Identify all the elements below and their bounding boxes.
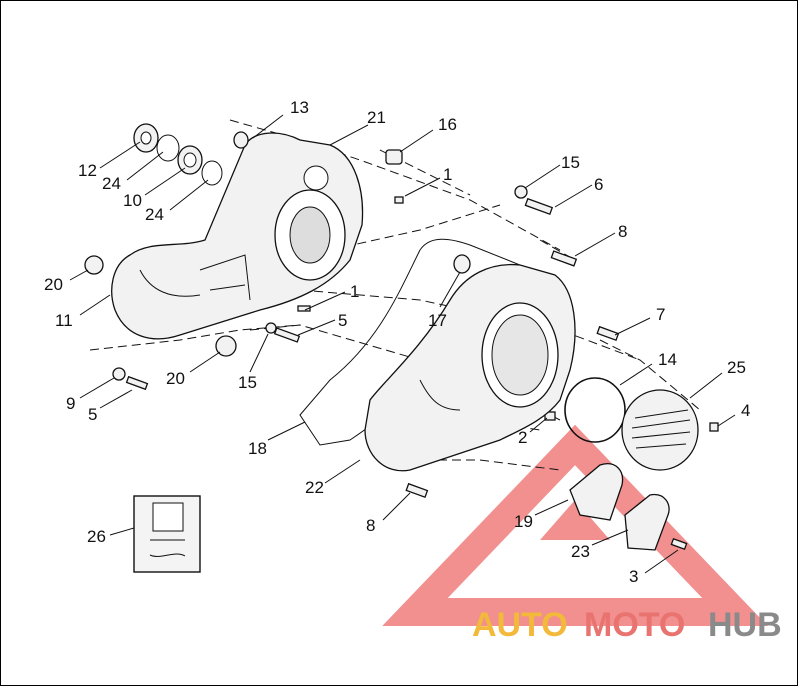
inner-primary-housing: [111, 132, 364, 340]
callout-22: 22: [305, 478, 324, 497]
outer-primary-cover: [364, 263, 576, 472]
derby-cover-o-ring: [564, 377, 626, 443]
callout-labels: 13 21 16 12 24 10 24 1 15 6 8 20 11 1 5 …: [44, 98, 750, 586]
callout-9: 9: [66, 394, 75, 413]
callout-4: 4: [741, 401, 750, 420]
leader-lines: [69, 114, 736, 574]
callout-5-right: 5: [338, 311, 347, 330]
callout-21: 21: [367, 108, 386, 127]
callout-8-lower: 8: [366, 516, 375, 535]
callout-14: 14: [658, 350, 677, 369]
bearing-assembly: [133, 123, 249, 186]
callout-24-upper: 24: [102, 174, 121, 193]
callout-10: 10: [123, 191, 142, 210]
callout-19: 19: [514, 512, 533, 531]
sealant-product-box: [133, 495, 201, 573]
derby-cover: [621, 389, 699, 471]
callout-18: 18: [248, 439, 267, 458]
watermark-hub: HUB: [708, 606, 782, 644]
watermark-triangle-logo: [382, 424, 768, 626]
small-parts: [84, 149, 719, 551]
callout-1-upper: 1: [443, 165, 452, 184]
callout-8-upper: 8: [618, 222, 627, 241]
watermark-moto: MOTO: [584, 606, 685, 644]
callout-15-upper: 15: [561, 153, 580, 172]
callout-5-left: 5: [88, 405, 97, 424]
callout-24-lower: 24: [145, 205, 164, 224]
callout-12: 12: [78, 161, 97, 180]
callout-1-lower: 1: [350, 282, 359, 301]
inspection-cover: [624, 493, 670, 551]
callout-2: 2: [518, 428, 527, 447]
callout-7: 7: [656, 305, 665, 324]
inspection-cover-gasket: [569, 463, 624, 521]
callout-20-lower: 20: [166, 369, 185, 388]
callout-15-lower: 15: [238, 373, 257, 392]
callout-20-left: 20: [44, 275, 63, 294]
callout-17: 17: [428, 311, 447, 330]
callout-3: 3: [629, 567, 638, 586]
watermark-auto: AUTO: [472, 606, 568, 644]
callout-13: 13: [290, 98, 309, 117]
callout-26: 26: [87, 527, 106, 546]
callout-16: 16: [438, 115, 457, 134]
callout-25: 25: [727, 358, 746, 377]
callout-6: 6: [594, 175, 603, 194]
callout-23: 23: [571, 542, 590, 561]
watermark-wordmark: AUTO MOTO HUB: [472, 606, 782, 644]
callout-11: 11: [55, 311, 73, 330]
